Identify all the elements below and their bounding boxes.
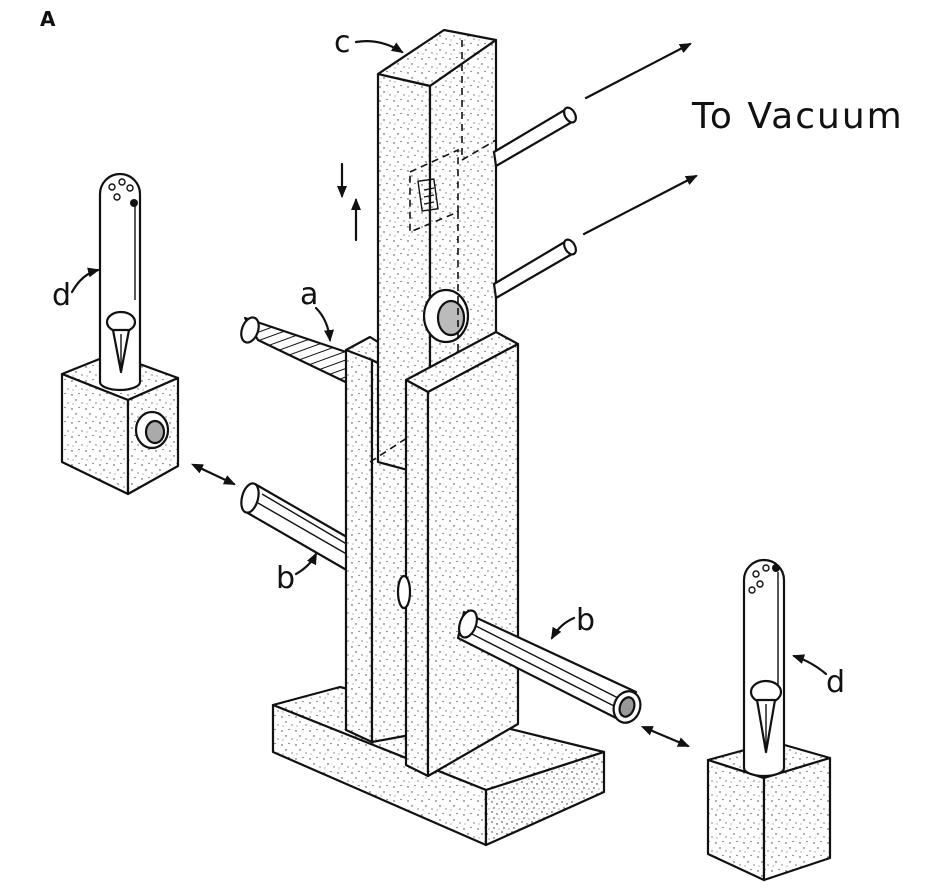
left-holder-cube: [60, 352, 180, 496]
right-exchange-arrow: [640, 726, 690, 748]
rod-b-left: [240, 482, 354, 574]
label-d-right: d: [826, 665, 845, 700]
leader-d-right: [792, 654, 828, 676]
vacuum-arrow-lower: [582, 174, 698, 236]
threaded-rod-a: [240, 316, 360, 390]
vacuum-arrow-upper: [584, 42, 692, 100]
rod-b-right: [456, 609, 642, 724]
leader-b-right: [550, 616, 576, 640]
vacuum-tube-lower: [492, 238, 577, 300]
right-upright: [396, 330, 520, 778]
leader-b-left: [294, 552, 318, 576]
label-b-left: b: [276, 561, 295, 596]
to-vacuum-label: To Vacuum: [691, 96, 904, 137]
label-b-right: b: [576, 603, 595, 638]
label-d-left: d: [52, 278, 71, 313]
leader-c: [354, 40, 404, 54]
right-holder-cube: [706, 740, 832, 882]
left-exchange-arrow: [190, 463, 236, 486]
label-a: a: [300, 277, 318, 312]
left-sample-tube-d: [98, 172, 142, 392]
leader-d-left: [70, 267, 100, 294]
vacuum-tube-upper: [492, 106, 577, 168]
panel-label: A: [40, 7, 56, 31]
label-c: c: [334, 25, 351, 60]
leader-a: [314, 306, 334, 342]
right-sample-tube-d: [742, 558, 786, 778]
